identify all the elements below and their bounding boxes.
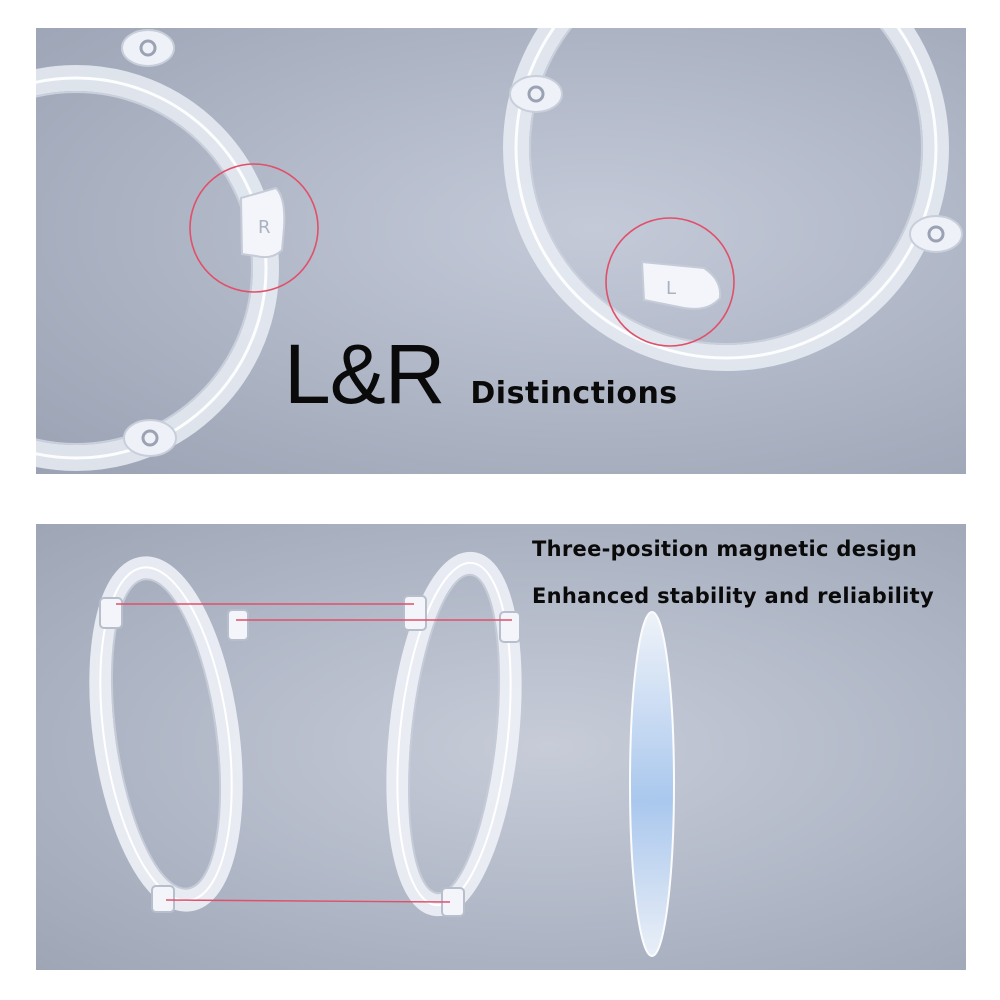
headline-big: L&R [284, 327, 445, 421]
magnet-tab [499, 611, 521, 643]
magnet-tab [151, 885, 175, 913]
headline: L&R Distinctions [284, 326, 678, 423]
frame-ring-right [386, 551, 522, 917]
blue-light-lens [629, 611, 675, 957]
magnet-tab [403, 595, 427, 631]
mount-tab-right [909, 215, 963, 253]
l-marker-tab: L [640, 260, 722, 310]
mount-tab-bottom [123, 419, 177, 457]
bottom-panel-magnetic-design [36, 524, 966, 970]
highlight-circle-l [605, 217, 735, 347]
feature-text-magnetic: Three-position magnetic design [532, 537, 918, 561]
mount-tab-top [121, 29, 175, 67]
highlight-circle-r [189, 163, 319, 293]
guide-line-bottom [165, 899, 451, 903]
top-panel-lr-distinctions: R L [36, 28, 966, 474]
headline-small: Distinctions [470, 376, 678, 411]
left-ring: R [36, 29, 286, 471]
frame-ring-left [89, 556, 249, 913]
feature-text-stability: Enhanced stability and reliability [532, 584, 934, 608]
mount-tab-left [509, 75, 563, 113]
magnet-tab [227, 609, 249, 641]
r-marker-text: R [258, 217, 271, 238]
ring-illustration-top: R L [36, 28, 963, 471]
right-ring: L [503, 28, 963, 371]
ring-illustration-bottom [89, 551, 675, 957]
magnet-tab [99, 597, 123, 629]
l-marker-text: L [666, 278, 676, 299]
r-marker-tab: R [239, 186, 286, 259]
